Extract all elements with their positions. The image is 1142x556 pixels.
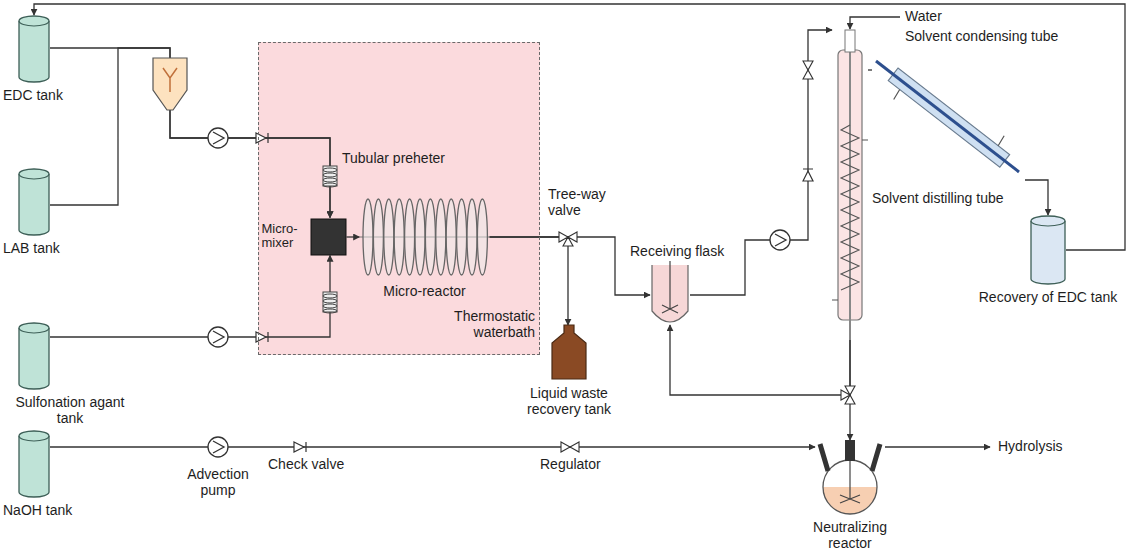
waterbath-fill — [258, 42, 540, 355]
flow-line — [670, 325, 850, 395]
hydrolysis-arrow — [885, 446, 990, 447]
node-label: Micro-reactor — [355, 283, 495, 299]
equipment-label: Check valve — [268, 456, 344, 472]
node-label: Sulfonation agant tank — [3, 394, 137, 426]
flow-line — [50, 256, 330, 338]
node-label: Recovery of EDC tank — [975, 289, 1121, 305]
check-valves — [256, 133, 813, 452]
flow-line — [50, 446, 815, 447]
storage-tank-outline — [18, 322, 50, 390]
flow-line — [347, 236, 360, 237]
storage-tank-outline — [18, 15, 50, 83]
water-inlet-arrow — [850, 17, 900, 29]
equipment-label: Hydrolysis — [998, 438, 1063, 454]
pumps — [208, 128, 790, 457]
storage-tank-outline — [18, 168, 50, 236]
equipment-label: Tubular preheter — [342, 150, 445, 166]
micro-reactor-coil-outline — [360, 195, 490, 279]
mixing-funnel — [153, 58, 187, 110]
storage-tank: Sulfonation agant tank — [18, 322, 50, 390]
distilling-tube: Solvent distilling tube — [832, 30, 868, 340]
storage-tank-outline — [18, 430, 50, 498]
node-label: Receiving flask — [630, 243, 760, 259]
node-label: NaOH tank — [3, 502, 93, 518]
micro-mixer: Micro- mixer — [258, 218, 347, 256]
storage-tank: EDC tank — [18, 15, 50, 83]
condensing-tube: Solvent condensing tube — [872, 55, 1025, 180]
flow-line — [34, 4, 1125, 250]
storage-tank: NaOH tank — [18, 430, 50, 498]
storage-tank: LAB tank — [18, 168, 50, 236]
condensing-tube-outline — [872, 55, 1025, 180]
flow-line — [1025, 180, 1048, 215]
recovery-tank: Recovery of EDC tank — [1030, 215, 1066, 285]
waste-bottle-outline — [550, 325, 588, 381]
equipment-label: Tree-way valve — [548, 186, 618, 218]
waste-bottle: Liquid waste recovery tank — [550, 325, 588, 381]
flow-line — [868, 69, 872, 70]
recovery-tank-outline — [1030, 215, 1066, 285]
node-label: Solvent distilling tube — [872, 190, 1012, 206]
flow-line — [50, 48, 330, 218]
micro-reactor-coil: Micro-reactor — [360, 195, 490, 279]
node-label: Neutralizing reactor — [800, 519, 900, 551]
neutralizing-reactor: Neutralizing reactor — [815, 440, 885, 515]
distilling-tube-outline — [832, 30, 868, 340]
waterbath-region: Thermostatic waterbathMicro- mixerMicro-… — [258, 42, 540, 355]
flow-line — [50, 48, 330, 218]
equipment-label: Water — [905, 8, 942, 24]
equipment-label: Regulator — [540, 456, 601, 472]
neutralizing-reactor-outline — [815, 440, 885, 515]
node-label: Liquid waste recovery tank — [519, 385, 619, 417]
node-label: LAB tank — [3, 240, 93, 256]
node-label: Thermostatic waterbath — [437, 308, 535, 340]
node-label: EDC tank — [3, 87, 93, 103]
equipment-label: Advection pump — [176, 466, 260, 498]
node-label: Micro- mixer — [262, 222, 312, 252]
receiving-flask-outline — [650, 265, 690, 325]
node-label: Solvent condensing tube — [905, 28, 1075, 44]
receiving-flask: Receiving flask — [650, 265, 690, 325]
